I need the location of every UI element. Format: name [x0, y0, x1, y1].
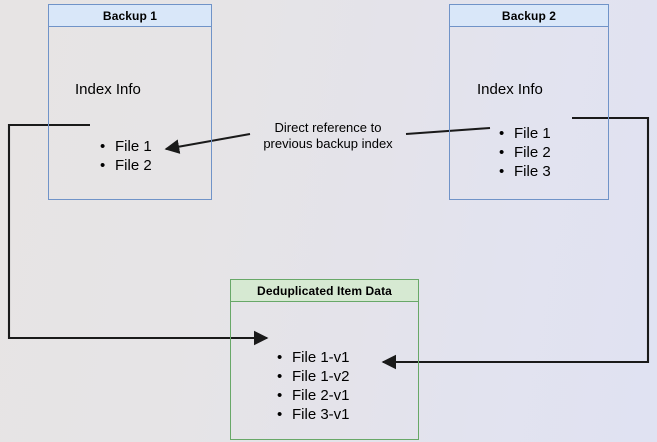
list-item: File 1 — [100, 137, 152, 156]
list-item: File 2 — [499, 143, 551, 162]
list-item: File 2 — [100, 156, 152, 175]
node-backup-1[interactable]: Backup 1 Index Info File 1 File 2 — [48, 4, 212, 200]
node-deduplicated-item-data[interactable]: Deduplicated Item Data File 1-v1 File 1-… — [230, 279, 419, 440]
node-backup-1-header: Backup 1 — [49, 5, 211, 27]
node-backup-2-body: Index Info File 1 File 2 File 3 — [450, 27, 608, 199]
node-dedup-body: File 1-v1 File 1-v2 File 2-v1 File 3-v1 — [231, 302, 418, 439]
node-backup-2-header: Backup 2 — [450, 5, 608, 27]
backup-1-file-list: File 1 File 2 — [100, 137, 152, 175]
node-backup-1-body: Index Info File 1 File 2 — [49, 27, 211, 199]
backup-1-section-title: Index Info — [75, 81, 141, 98]
list-item: File 3 — [499, 162, 551, 181]
node-backup-2[interactable]: Backup 2 Index Info File 1 File 2 File 3 — [449, 4, 609, 200]
list-item: File 1 — [499, 124, 551, 143]
edge-label-direct-reference: Direct reference to previous backup inde… — [263, 120, 393, 151]
list-item: File 3-v1 — [277, 405, 350, 424]
dedup-file-list: File 1-v1 File 1-v2 File 2-v1 File 3-v1 — [277, 348, 350, 424]
list-item: File 2-v1 — [277, 386, 350, 405]
node-dedup-header: Deduplicated Item Data — [231, 280, 418, 302]
list-item: File 1-v2 — [277, 367, 350, 386]
list-item: File 1-v1 — [277, 348, 350, 367]
backup-2-file-list: File 1 File 2 File 3 — [499, 124, 551, 181]
backup-2-section-title: Index Info — [477, 81, 543, 98]
